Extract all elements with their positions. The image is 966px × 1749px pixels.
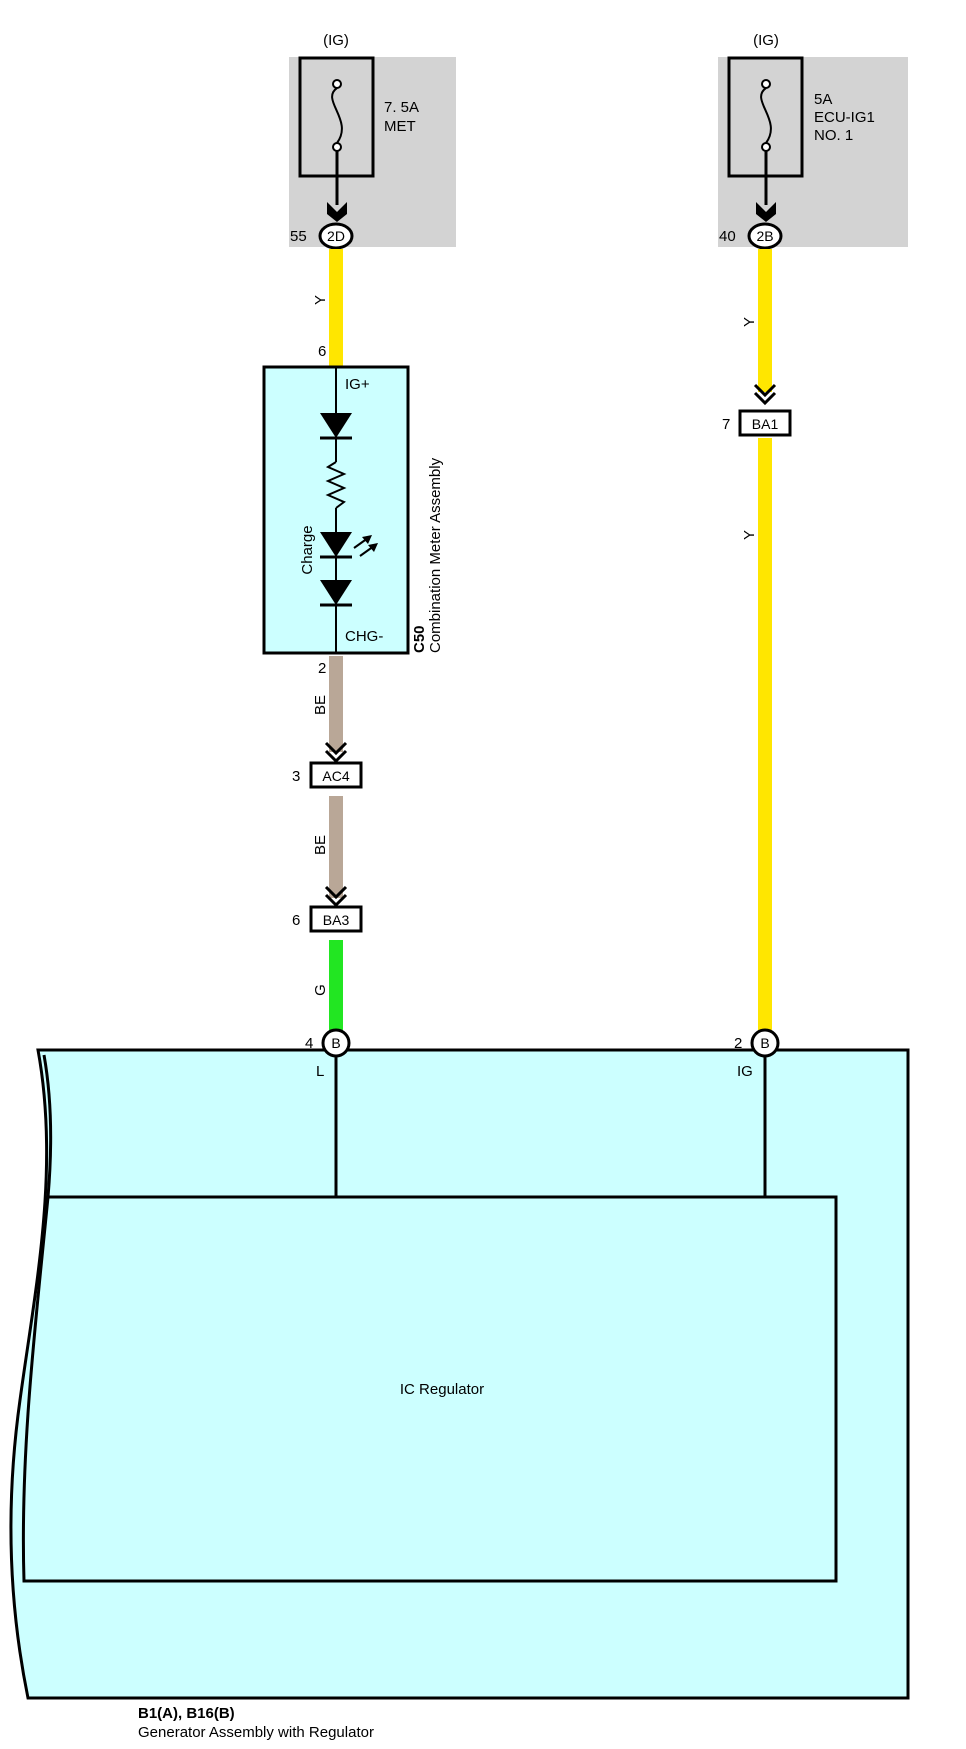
connector-ba1: BA1 7 bbox=[722, 383, 792, 437]
connector-b-l-label: B bbox=[331, 1035, 340, 1051]
connector-ba3-pin: 6 bbox=[292, 912, 300, 929]
connector-ba3-label: BA3 bbox=[323, 912, 350, 928]
meter-lamp-label: Charge bbox=[299, 525, 316, 574]
resistor-icon bbox=[325, 461, 347, 509]
fuse-ecu-ig1-element bbox=[760, 87, 772, 144]
fuse-met-pin: 55 bbox=[290, 228, 307, 245]
fuse-ecu-ig1-name-line2: NO. 1 bbox=[814, 127, 853, 144]
fuse-met-rating: 7. 5A bbox=[384, 99, 419, 116]
generator-terminal-ig: IG bbox=[737, 1063, 753, 1080]
diode-1-icon bbox=[320, 413, 352, 438]
fuse-met: (IG) 7. 5A MET 55 2D bbox=[289, 32, 456, 250]
led-ray-2-head bbox=[368, 543, 378, 552]
connector-ac4-label: AC4 bbox=[322, 768, 349, 784]
wire-left-mid1-code: BE bbox=[312, 695, 329, 715]
fuse-ecu-ig1-rating: 5A bbox=[814, 91, 832, 108]
connector-ac4: AC4 3 bbox=[292, 741, 363, 789]
connector-ba1-label: BA1 bbox=[752, 416, 779, 432]
wire-left-bot-code: G bbox=[312, 984, 329, 996]
fuse-ecu-ig1-terminal-top bbox=[761, 79, 771, 89]
connector-ba3: BA3 6 bbox=[292, 885, 363, 933]
meter-code: C50 bbox=[411, 625, 428, 653]
connector-ac4-box bbox=[309, 761, 363, 789]
connector-ba3-box bbox=[309, 905, 363, 933]
fuse-met-terminal-top bbox=[332, 79, 342, 89]
wire-right-bot-code: Y bbox=[741, 530, 758, 540]
generator-pin-l: 4 bbox=[305, 1035, 313, 1052]
connector-ac4-chevron-2 bbox=[324, 749, 348, 764]
combination-meter: 6 IG+ Charge CHG- 2 C50 Combination Mete… bbox=[262, 343, 444, 677]
connector-2d-label: 2D bbox=[327, 228, 345, 244]
generator-band-top bbox=[42, 1054, 53, 1198]
meter-name: Combination Meter Assembly bbox=[427, 457, 444, 653]
generator-name: Generator Assembly with Regulator bbox=[138, 1724, 374, 1741]
meter-terminal-out: CHG- bbox=[345, 628, 383, 645]
connector-ba3-chevron-1 bbox=[324, 885, 348, 900]
meter-terminal-in: IG+ bbox=[345, 376, 370, 393]
wire-left-mid2-code: BE bbox=[312, 835, 329, 855]
connector-2b bbox=[747, 222, 783, 250]
connector-ba3-chevron-2 bbox=[324, 893, 348, 908]
generator-pin-ig: 2 bbox=[734, 1035, 742, 1052]
led-icon bbox=[320, 532, 352, 557]
diode-2-icon bbox=[320, 580, 352, 605]
generator-terminal-l: L bbox=[316, 1063, 324, 1080]
fuse-met-supply: (IG) bbox=[323, 32, 349, 49]
led-ray-1-head bbox=[362, 535, 372, 544]
wire-right-top-code: Y bbox=[741, 317, 758, 327]
connector-ac4-chevron-1 bbox=[324, 741, 348, 756]
connector-ba1-chevron-2 bbox=[753, 391, 777, 406]
regulator-label: IC Regulator bbox=[400, 1381, 484, 1398]
fuse-box-ecu-ig1 bbox=[718, 57, 908, 247]
connector-ac4-pin: 3 bbox=[292, 768, 300, 785]
connector-b-l bbox=[321, 1028, 351, 1058]
meter-pin-out: 2 bbox=[318, 660, 326, 677]
fuse-met-terminal-bottom bbox=[332, 142, 342, 152]
fuse-met-element bbox=[331, 87, 343, 144]
fuse-ecu-ig1: (IG) 5A ECU-IG1 NO. 1 40 2B bbox=[718, 32, 908, 250]
connector-ba1-box bbox=[738, 409, 792, 437]
generator-code: B1(A), B16(B) bbox=[138, 1705, 235, 1722]
fuse-ecu-ig1-terminal-bottom bbox=[761, 142, 771, 152]
connector-2d bbox=[318, 222, 354, 250]
regulator-box bbox=[21, 1195, 838, 1583]
fuse-ecu-ig1-pin: 40 bbox=[719, 228, 736, 245]
fuse-ecu-ig1-arrow bbox=[756, 202, 776, 222]
connector-ba1-pin: 7 bbox=[722, 416, 730, 433]
fuse-ecu-ig1-name: ECU-IG1 bbox=[814, 109, 875, 126]
connector-b-ig bbox=[750, 1028, 780, 1058]
connector-b-ig-label: B bbox=[760, 1035, 769, 1051]
meter-pin-in: 6 bbox=[318, 343, 326, 360]
fuse-met-name: MET bbox=[384, 118, 416, 135]
generator-assembly: IC Regulator B 4 L B 2 IG B1(A), B16(B) … bbox=[9, 1028, 910, 1741]
connector-ba1-chevron-1 bbox=[753, 383, 777, 398]
fuse-met-arrow bbox=[327, 202, 347, 222]
connector-2b-label: 2B bbox=[756, 228, 773, 244]
wire-left-top-code: Y bbox=[312, 295, 329, 305]
fuse-ecu-ig1-supply: (IG) bbox=[753, 32, 779, 49]
